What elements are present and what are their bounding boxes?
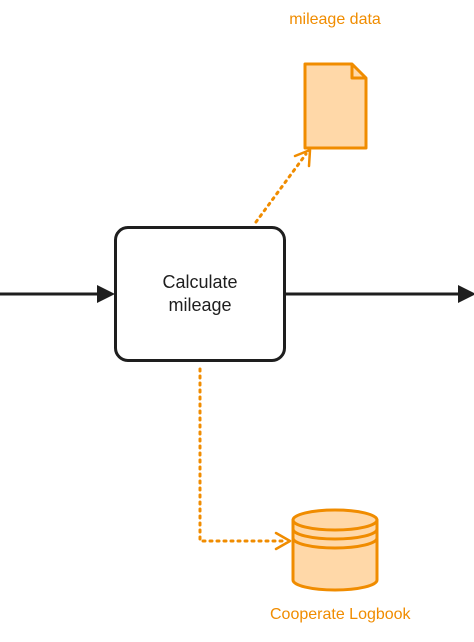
incoming-arrowhead-icon <box>97 285 115 303</box>
data-store-association[interactable] <box>198 367 284 543</box>
task-calculate-mileage[interactable]: Calculate mileage <box>114 226 286 362</box>
data-store-database-icon[interactable] <box>291 508 379 592</box>
task-label: Calculate mileage <box>162 272 238 315</box>
data-store-label: Cooperate Logbook <box>270 606 411 623</box>
outgoing-arrowhead-icon <box>458 285 474 303</box>
document-fold-icon <box>350 64 366 80</box>
data-output-arrowhead-icon <box>293 148 312 168</box>
data-store-arrowhead-icon <box>274 531 292 551</box>
data-object-label: mileage data <box>289 11 381 28</box>
data-output-association[interactable] <box>254 152 308 224</box>
data-object-document-icon[interactable] <box>303 62 368 150</box>
